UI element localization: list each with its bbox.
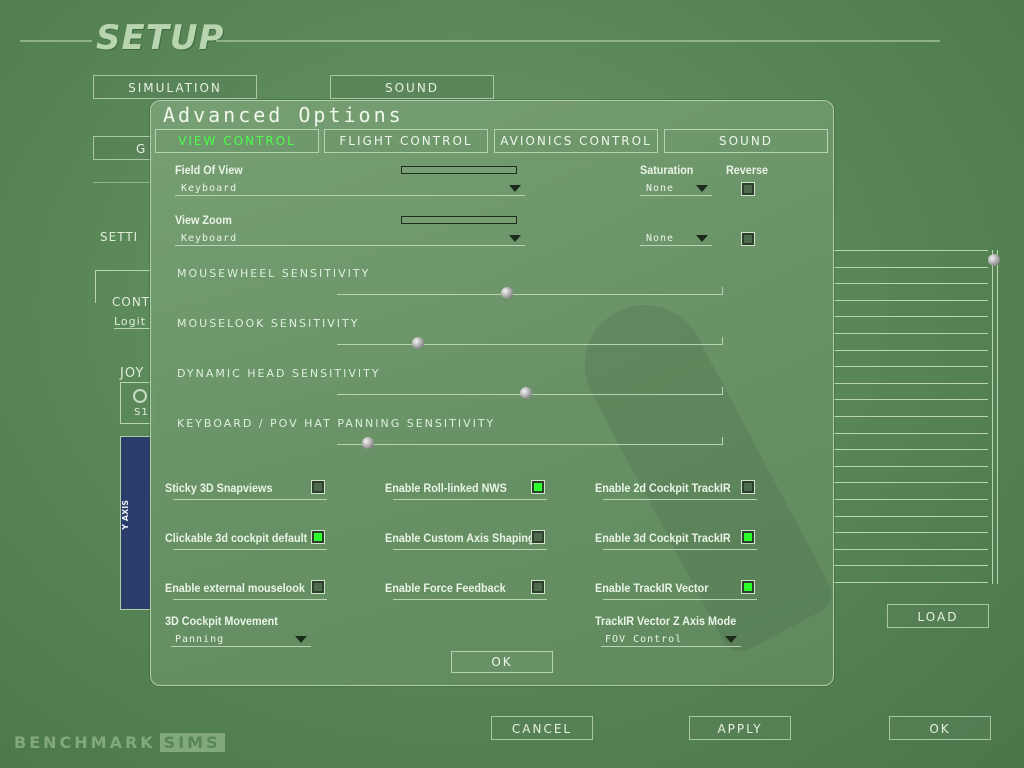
option-underline [603, 499, 757, 500]
chevron-down-icon [509, 185, 521, 192]
slider-knob-icon[interactable] [500, 287, 513, 299]
trackir-z-mode-select[interactable]: FOV Control [601, 633, 741, 647]
controller-label-partial: CONT [112, 295, 151, 309]
cockpit-movement-select[interactable]: Panning [171, 633, 311, 647]
cockpit-movement-label: 3D Cockpit Movement [165, 614, 278, 628]
option-underline [393, 549, 547, 550]
option-label: Enable TrackIR Vector [595, 581, 709, 595]
option-underline [173, 499, 327, 500]
field-of-view-label: Field Of View [175, 163, 243, 177]
option-label: Enable 2d Cockpit TrackIR [595, 481, 731, 495]
option-underline [603, 549, 757, 550]
apply-button[interactable]: APPLY [689, 716, 791, 740]
load-button[interactable]: LOAD [887, 604, 989, 628]
option-checkbox[interactable] [531, 580, 545, 594]
chevron-down-icon [509, 235, 521, 242]
title-line-left [20, 40, 92, 42]
field-of-view-select[interactable]: Keyboard [175, 182, 525, 196]
dialog-ok-button[interactable]: OK [451, 651, 553, 673]
advanced-options-dialog: Advanced Options VIEW CONTROL FLIGHT CON… [150, 100, 839, 686]
slider-knob-icon[interactable] [520, 387, 533, 399]
field-of-view-bar [401, 166, 517, 174]
option-checkbox[interactable] [311, 530, 325, 544]
option-label: Enable Force Feedback [385, 581, 506, 595]
tab-flight-control[interactable]: FLIGHT CONTROL [324, 129, 488, 153]
option-label: Clickable 3d cockpit default [165, 531, 308, 545]
view-zoom-select[interactable]: Keyboard [175, 232, 525, 246]
profile-scrollbar[interactable] [992, 250, 998, 584]
option-underline [603, 599, 757, 600]
zoom-reverse-checkbox[interactable] [741, 232, 755, 246]
slider-label: MOUSELOOK SENSITIVITY [177, 317, 360, 330]
scroll-knob-icon[interactable] [988, 254, 1000, 266]
fov-reverse-checkbox[interactable] [741, 182, 755, 196]
option-checkbox[interactable] [531, 530, 545, 544]
bg-divider [93, 182, 153, 183]
option-underline [173, 549, 327, 550]
reverse-label: Reverse [726, 163, 769, 177]
joystick-label-partial: JOY [120, 366, 145, 381]
option-label: Enable Custom Axis Shaping [385, 531, 535, 545]
trackir-z-mode-label: TrackIR Vector Z Axis Mode [595, 614, 737, 628]
chevron-down-icon [725, 636, 737, 643]
sound-tab[interactable]: SOUND [330, 75, 494, 99]
controller-select-partial[interactable]: Logit [114, 315, 150, 329]
slider-track[interactable] [337, 287, 723, 295]
zoom-saturation-select[interactable]: None [640, 232, 712, 246]
option-label: Sticky 3D Snapviews [165, 481, 273, 495]
option-checkbox[interactable] [741, 530, 755, 544]
joystick-sub-partial: S1 [134, 407, 149, 418]
title-line-right [216, 40, 940, 42]
option-underline [393, 599, 547, 600]
slider-knob-icon[interactable] [412, 337, 425, 349]
joystick-box-partial: S1 [120, 382, 154, 424]
saturation-label: Saturation [640, 163, 694, 177]
option-checkbox[interactable] [531, 480, 545, 494]
y-axis-label: Y AXIS [121, 500, 130, 530]
view-zoom-label: View Zoom [175, 213, 232, 227]
option-checkbox[interactable] [741, 480, 755, 494]
slider-track[interactable] [337, 337, 723, 345]
dialog-title: Advanced Options [163, 103, 404, 127]
option-label: Enable external mouselook [165, 581, 305, 595]
view-zoom-bar [401, 216, 517, 224]
settings-label-partial: SETTI [100, 230, 139, 244]
slider-label: DYNAMIC HEAD SENSITIVITY [177, 367, 381, 380]
slider-label: MOUSEWHEEL SENSITIVITY [177, 267, 371, 280]
option-label: Enable 3d Cockpit TrackIR [595, 531, 731, 545]
tab-avionics-control[interactable]: AVIONICS CONTROL [494, 129, 658, 153]
option-label: Enable Roll-linked NWS [385, 481, 507, 495]
tab-view-control[interactable]: VIEW CONTROL [155, 129, 319, 153]
option-checkbox[interactable] [741, 580, 755, 594]
controller-frame [95, 270, 152, 303]
slider-track[interactable] [337, 437, 723, 445]
chevron-down-icon [696, 235, 708, 242]
chevron-down-icon [696, 185, 708, 192]
fov-saturation-select[interactable]: None [640, 182, 712, 196]
graphics-tab-partial[interactable]: G [93, 136, 153, 160]
option-underline [393, 499, 547, 500]
chevron-down-icon [295, 636, 307, 643]
slider-knob-icon[interactable] [361, 437, 374, 449]
option-checkbox[interactable] [311, 580, 325, 594]
profile-list[interactable] [832, 250, 988, 585]
option-underline [173, 599, 327, 600]
setup-title: SETUP [96, 18, 225, 58]
simulation-tab[interactable]: SIMULATION [93, 75, 257, 99]
tab-sound[interactable]: SOUND [664, 129, 828, 153]
cancel-button[interactable]: CANCEL [491, 716, 593, 740]
slider-label: KEYBOARD / POV HAT PANNING SENSITIVITY [177, 417, 496, 430]
setup-ok-button[interactable]: OK [889, 716, 991, 740]
radio-icon[interactable] [133, 389, 147, 403]
option-checkbox[interactable] [311, 480, 325, 494]
